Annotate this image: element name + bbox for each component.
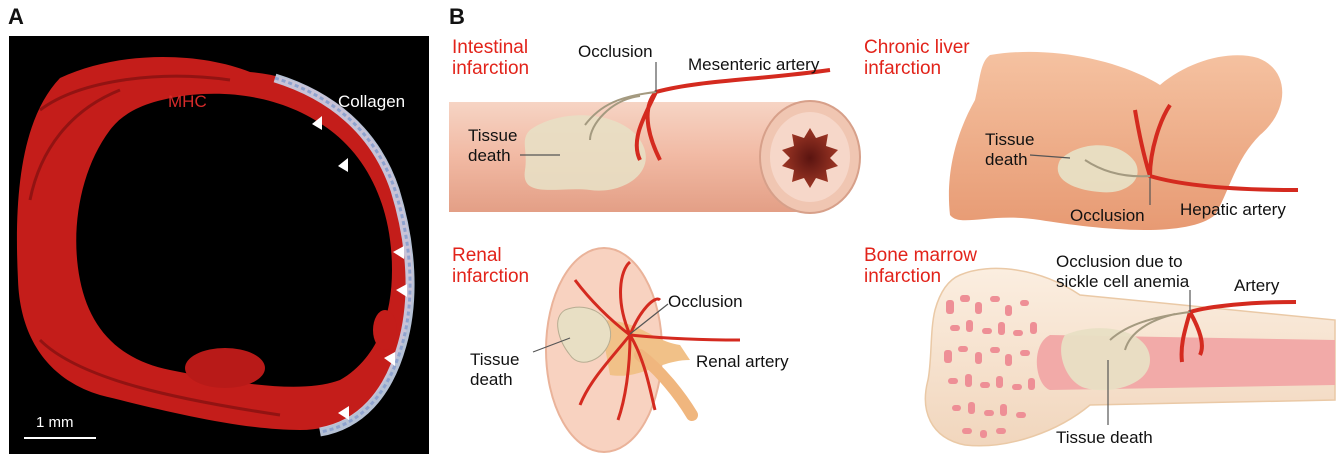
renal-title: Renal infarction xyxy=(452,246,529,288)
collagen-label: Collagen xyxy=(338,92,405,112)
bone-title-line1: Bone marrow xyxy=(864,246,977,267)
liver-tissue-line2: death xyxy=(985,150,1034,170)
renal-occlusion-label: Occlusion xyxy=(668,292,743,312)
liver-occlusion-label: Occlusion xyxy=(1070,206,1145,226)
hepatic-artery-label: Hepatic artery xyxy=(1180,200,1286,220)
intestinal-tissue-line1: Tissue xyxy=(468,126,517,146)
liver-title-line1: Chronic liver xyxy=(864,38,970,59)
mesenteric-artery-label: Mesenteric artery xyxy=(688,55,819,75)
bone-title-line2: infarction xyxy=(864,267,977,288)
renal-title-line1: Renal xyxy=(452,246,529,267)
bone-artery-label: Artery xyxy=(1234,276,1279,296)
intestinal-title-line2: infarction xyxy=(452,59,529,80)
renal-tissue-death-label: Tissue death xyxy=(470,350,519,389)
panel-b-letter: B xyxy=(449,4,465,30)
liver-title: Chronic liver infarction xyxy=(864,38,970,80)
bone-occlusion-label: Occlusion due to sickle cell anemia xyxy=(1056,252,1189,291)
bone-tissue-death-label: Tissue death xyxy=(1056,428,1153,448)
bone-occlusion-line2: sickle cell anemia xyxy=(1056,272,1189,292)
bone-title: Bone marrow infarction xyxy=(864,246,977,288)
intestinal-title: Intestinal infarction xyxy=(452,38,529,80)
liver-title-line2: infarction xyxy=(864,59,970,80)
renal-tissue-line2: death xyxy=(470,370,519,390)
scale-bar-label: 1 mm xyxy=(36,414,74,431)
kidney-illustration xyxy=(533,248,740,452)
mhc-label: MHC xyxy=(168,92,207,112)
liver-tissue-line1: Tissue xyxy=(985,130,1034,150)
intestinal-tissue-death-label: Tissue death xyxy=(468,126,517,165)
intestinal-occlusion-label: Occlusion xyxy=(578,42,653,62)
renal-tissue-line1: Tissue xyxy=(470,350,519,370)
intestinal-title-line1: Intestinal xyxy=(452,38,529,59)
bone-occlusion-line1: Occlusion due to xyxy=(1056,252,1189,272)
intestinal-tissue-line2: death xyxy=(468,146,517,166)
papillary-muscle xyxy=(185,348,265,388)
renal-artery-label: Renal artery xyxy=(696,352,789,372)
renal-title-line2: infarction xyxy=(452,267,529,288)
liver-tissue-death-label: Tissue death xyxy=(985,130,1034,169)
